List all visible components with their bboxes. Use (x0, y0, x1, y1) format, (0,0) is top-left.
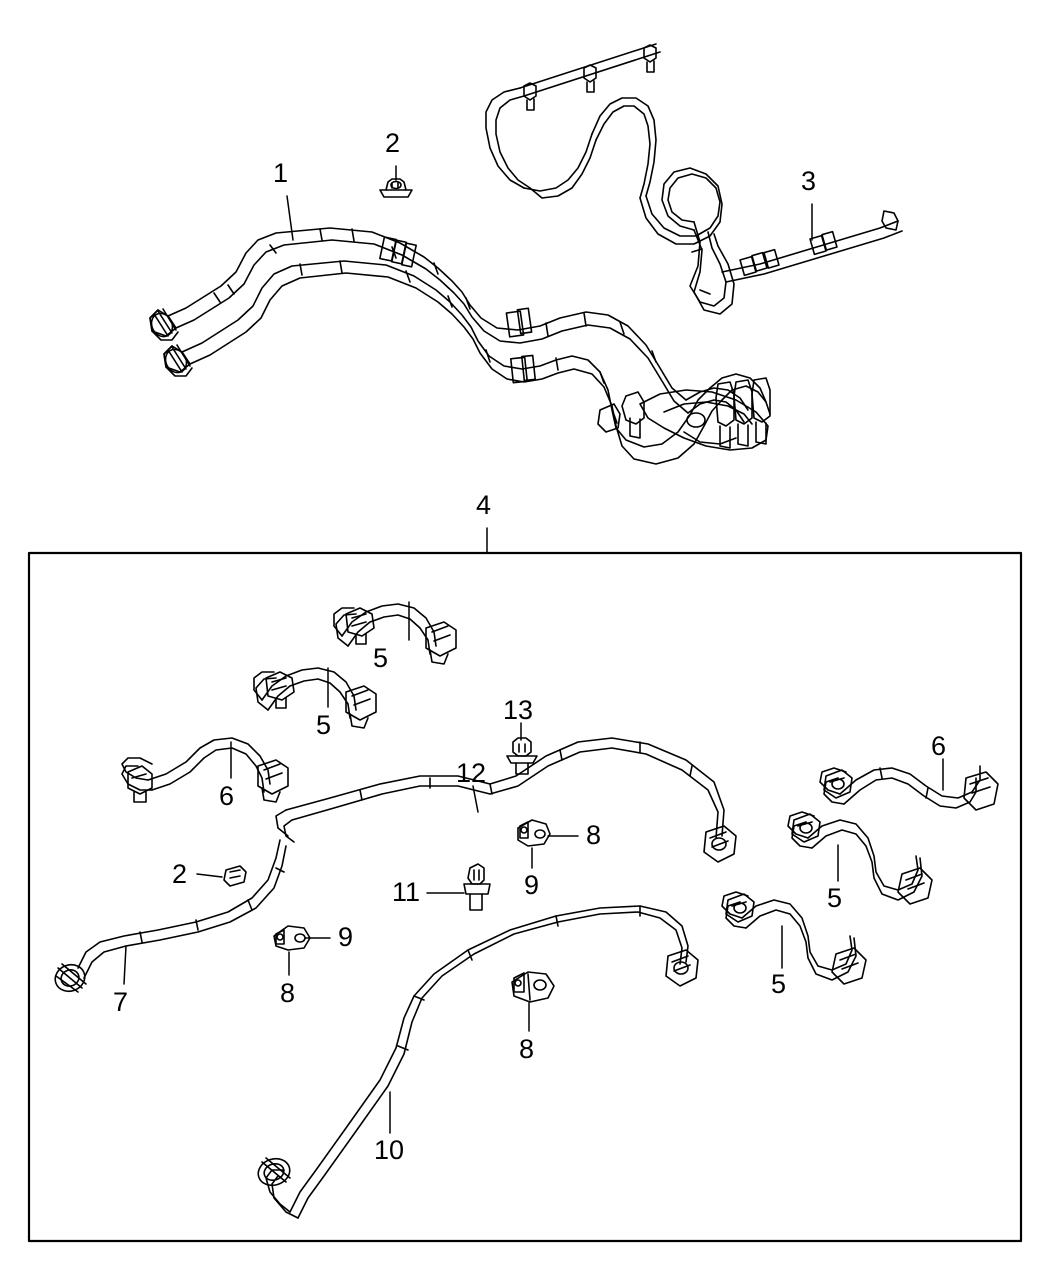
callout-leaders (123, 165, 944, 1134)
callout-5-c[interactable]: 5 (827, 883, 843, 913)
callout-3[interactable]: 3 (801, 166, 817, 196)
rail-nipple (643, 44, 657, 73)
callout-5-d[interactable]: 5 (771, 969, 787, 999)
rail-nipple (583, 64, 597, 93)
part-2-retainer-clip (379, 178, 413, 198)
callout-4[interactable]: 4 (476, 490, 492, 520)
line-clip-head (823, 769, 853, 799)
part-10-supply-tube (257, 905, 699, 1219)
fuel-rail-manifold (597, 373, 771, 451)
callout-12[interactable]: 12 (456, 758, 487, 788)
line-end-socket (897, 867, 933, 905)
part-6-injector-line (121, 737, 289, 803)
callout-6-a[interactable]: 6 (219, 781, 235, 811)
tube-end-socket (257, 1157, 291, 1187)
part-9-bracket-clamp (273, 925, 311, 951)
line-clip-head (265, 671, 295, 709)
quick-connect-fitting (163, 344, 193, 377)
part-12-crossover-tube (275, 737, 737, 863)
callout-8-c[interactable]: 8 (519, 1034, 535, 1064)
callout-7[interactable]: 7 (113, 987, 129, 1017)
callout-9-b[interactable]: 9 (338, 922, 354, 952)
line-end-socket (831, 947, 867, 985)
rail-nipple (523, 82, 537, 111)
hose-end-connector (54, 963, 87, 993)
callout-8-a[interactable]: 8 (586, 820, 602, 850)
part-6-injector-line (819, 765, 999, 811)
callout-13[interactable]: 13 (503, 695, 534, 725)
line-end-socket (425, 621, 457, 665)
part-3-vapor-tube (485, 43, 903, 315)
injector-ports (715, 377, 771, 449)
tube-end-socket (703, 825, 737, 863)
line-end-socket (257, 759, 289, 803)
line-clip (505, 307, 533, 338)
part-8-mounting-bracket (511, 971, 555, 1003)
callout-5-a[interactable]: 5 (373, 643, 389, 673)
part-5-injector-line (333, 603, 457, 665)
line-clip-head (345, 607, 375, 645)
line-end-socket (963, 771, 999, 811)
callout-9-a[interactable]: 9 (524, 870, 540, 900)
part-11-check-valve (463, 863, 491, 911)
line-clip-head (725, 893, 755, 923)
part-5-injector-line (721, 891, 867, 985)
detail-box-border (27, 551, 1023, 1243)
callout-6-b[interactable]: 6 (931, 731, 947, 761)
callout-11[interactable]: 11 (392, 877, 421, 907)
part-5-injector-line (787, 811, 933, 905)
quick-connect-fitting (149, 308, 179, 341)
part-9-bracket-clamp (517, 819, 551, 847)
line-clip-head (127, 765, 153, 803)
part-13-flange-bolt (506, 737, 538, 775)
part-5-injector-line (253, 667, 377, 729)
callout-10[interactable]: 10 (374, 1135, 405, 1165)
callout-2-top[interactable]: 2 (385, 128, 401, 158)
part-2-retainer-clip (223, 865, 247, 887)
callout-8-b[interactable]: 8 (280, 978, 296, 1008)
callout-2-box[interactable]: 2 (172, 859, 188, 889)
callout-5-b[interactable]: 5 (316, 710, 332, 740)
part-1-fuel-line-bundle (149, 227, 723, 465)
tube-clip (739, 230, 838, 277)
line-clip-head (791, 813, 821, 843)
callout-1[interactable]: 1 (273, 158, 289, 188)
tube-end-socket (665, 949, 699, 987)
line-clip (509, 354, 537, 384)
part-7-return-hose (54, 839, 287, 993)
line-end-socket (345, 685, 377, 729)
